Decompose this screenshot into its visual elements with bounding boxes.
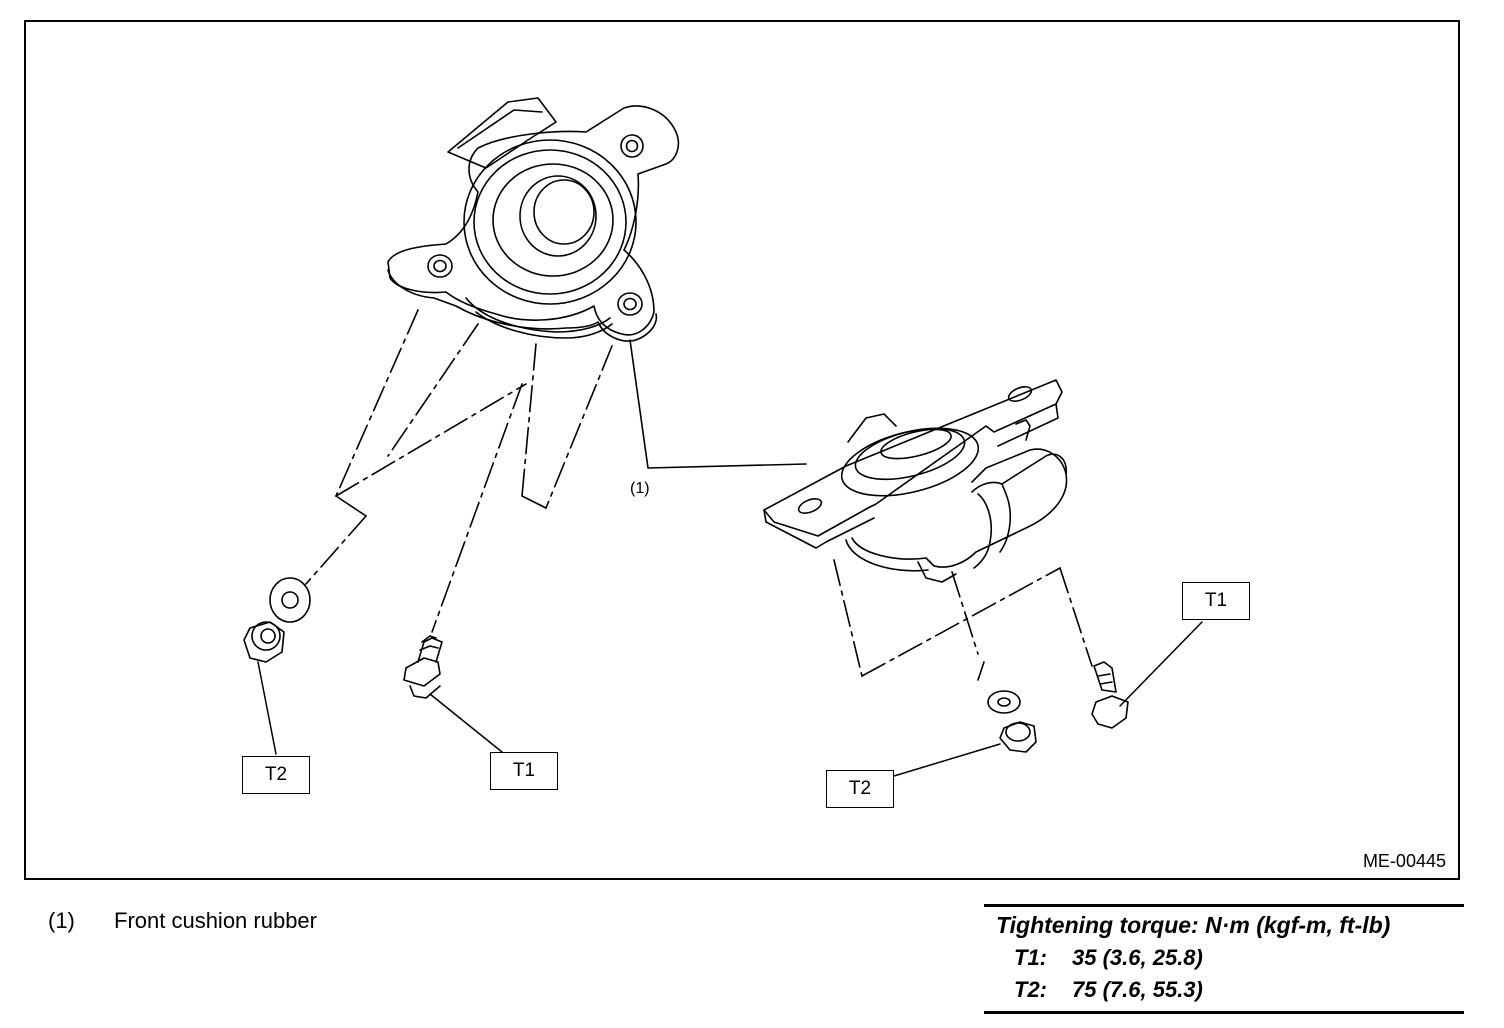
torque-key: T2: — [1014, 977, 1047, 1002]
legend-number: (1) — [48, 908, 75, 933]
right-cushion-rubber — [763, 379, 1068, 583]
part-label-1: (1) — [630, 480, 650, 497]
phantom-lines — [305, 309, 1093, 681]
callout-t2-left: T2 — [242, 756, 310, 794]
left-cushion-rubber — [387, 97, 680, 342]
figure-id: ME-00445 — [1362, 851, 1446, 871]
right-bolt — [1091, 661, 1129, 729]
callout-t1-left: T1 — [490, 752, 558, 790]
right-nut — [999, 721, 1037, 753]
left-washer — [269, 577, 311, 623]
callout-leaders — [257, 621, 1203, 777]
callout-t1-right: T1 — [1182, 582, 1250, 620]
exploded-diagram: (1) T2 T1 T2 T1 ME-00445 — [24, 20, 1460, 880]
torque-value: 35 (3.6, 25.8) — [1072, 945, 1203, 970]
torque-table: Tightening torque: N·m (kgf-m, ft-lb) T1… — [984, 904, 1464, 1014]
torque-bottom-rule — [984, 1011, 1464, 1014]
callout-t2-right: T2 — [826, 770, 894, 808]
right-washer — [987, 690, 1021, 714]
torque-top-rule — [984, 904, 1464, 907]
legend-text: Front cushion rubber — [114, 908, 317, 933]
left-bolt — [403, 635, 443, 699]
torque-key: T1: — [1014, 945, 1047, 970]
torque-value: 75 (7.6, 55.3) — [1072, 977, 1203, 1002]
diagram-drawing — [243, 97, 1203, 777]
torque-title: Tightening torque: N·m (kgf-m, ft-lb) — [996, 912, 1391, 938]
legend: (1) Front cushion rubber — [48, 908, 317, 934]
left-nut — [243, 621, 285, 663]
torque-row-t1: T1: 35 (3.6, 25.8) — [984, 939, 1464, 971]
torque-row-t2: T2: 75 (7.6, 55.3) — [984, 971, 1464, 1003]
leader-line-part-1 — [629, 339, 807, 469]
